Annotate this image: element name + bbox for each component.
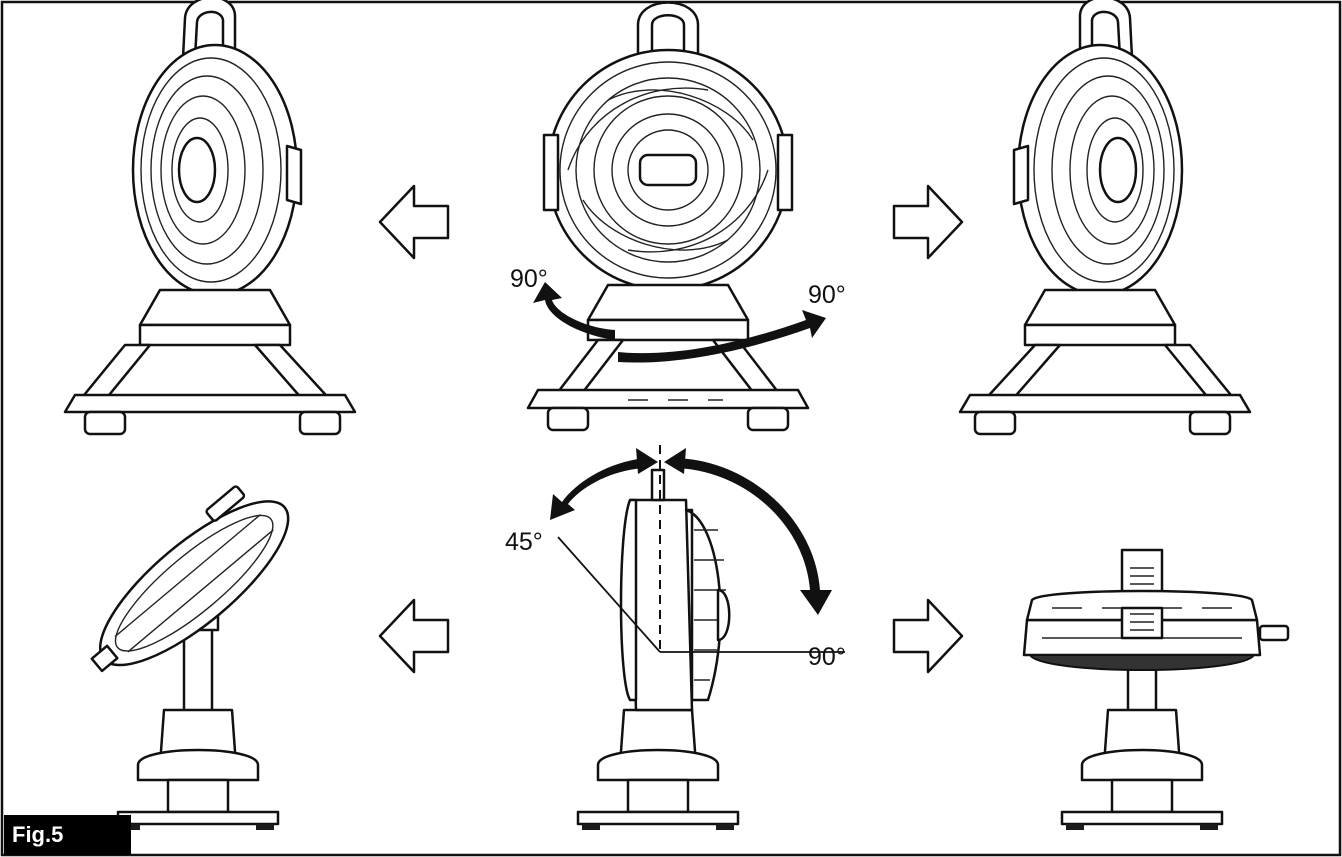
fan-bottom-right-view bbox=[1022, 548, 1290, 832]
tilt-arrow-back bbox=[550, 448, 658, 520]
angle-label-swivel-right: 90° bbox=[808, 281, 846, 309]
fan-top-left-view bbox=[63, 0, 357, 436]
angle-label-swivel-left: 90° bbox=[510, 265, 548, 293]
arrow-right-bottom bbox=[892, 598, 964, 674]
angle-label-tilt-forward: 90° bbox=[808, 643, 846, 671]
tilt-arrow-forward bbox=[664, 448, 832, 615]
swivel-arrow-left bbox=[533, 282, 615, 340]
fan-top-right-view bbox=[958, 0, 1252, 436]
fan-bottom-left-view bbox=[90, 485, 290, 832]
arrow-right-top bbox=[892, 184, 964, 260]
angle-label-tilt-back: 45° bbox=[505, 528, 543, 556]
figure-label: Fig.5 bbox=[4, 815, 131, 855]
arrow-left-bottom bbox=[378, 598, 450, 674]
arrow-left-top bbox=[378, 184, 450, 260]
fan-top-center-view bbox=[526, 1, 810, 432]
tilt-45-guide bbox=[557, 536, 661, 653]
swivel-arrow-right bbox=[618, 310, 826, 363]
